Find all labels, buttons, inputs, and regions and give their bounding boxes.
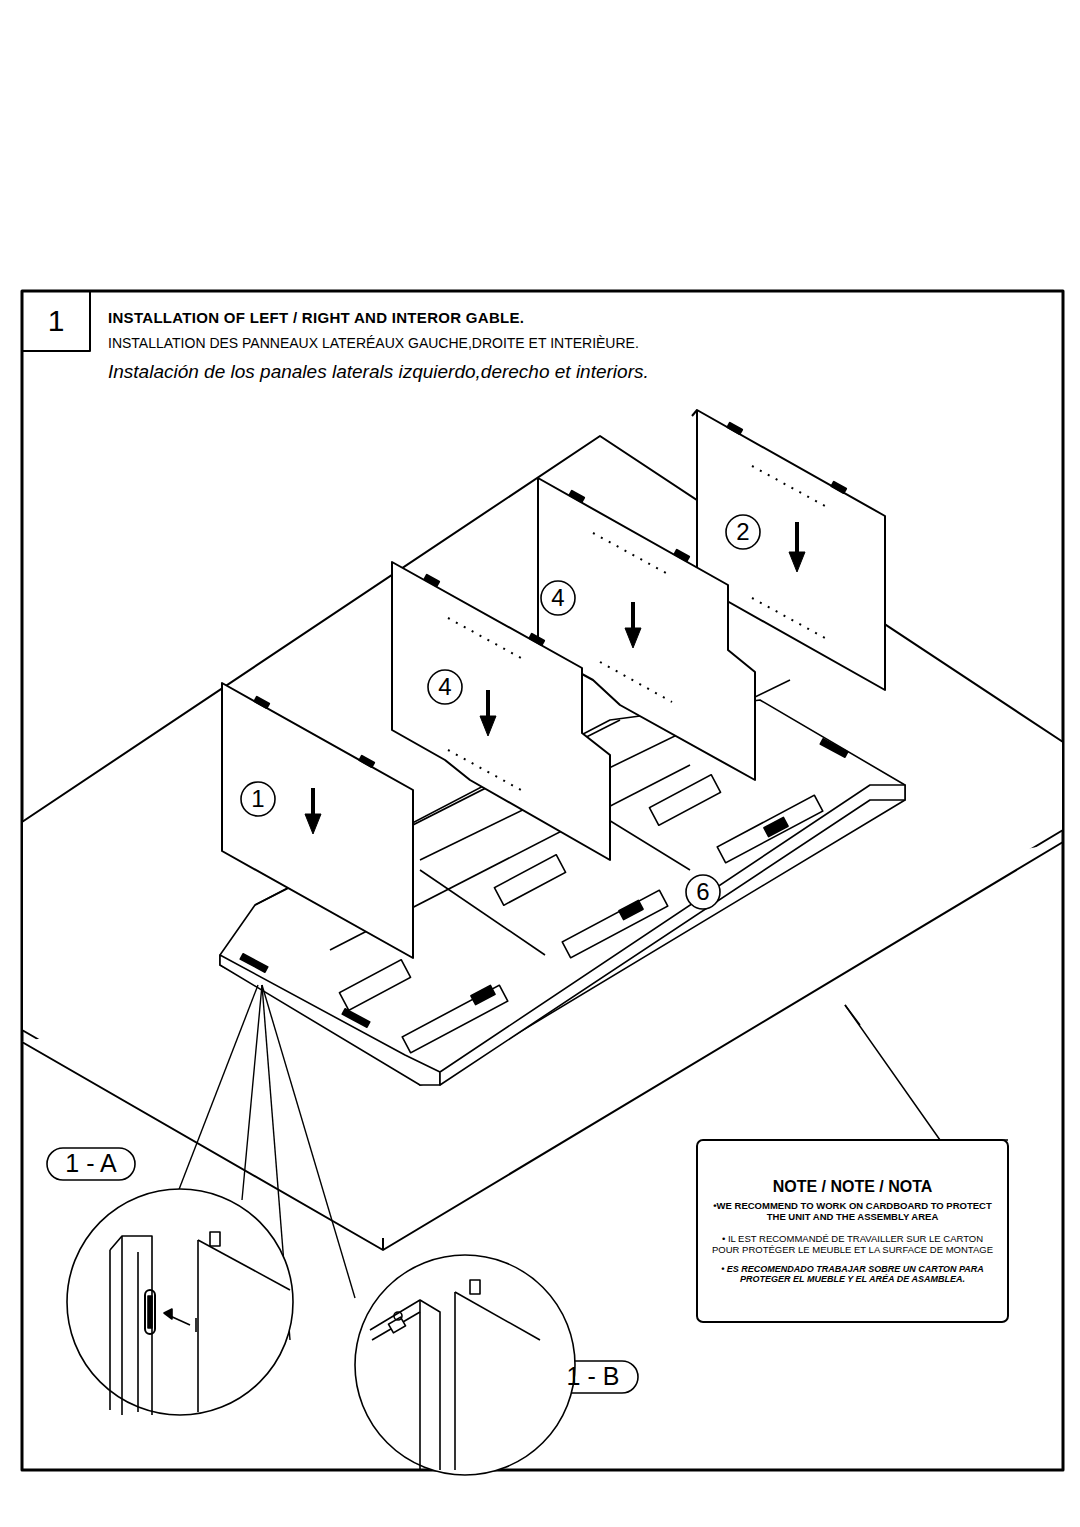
step-box-outline [22,291,90,351]
note-box: NOTE / NOTE / NOTA •WE RECOMMEND TO WORK … [697,1140,1008,1322]
subtitle-spanish: Instalación de los panales laterals izqu… [108,362,649,383]
node-text: • ES RECOMENDADO TRABAJAR SOBRE UN CARTO… [711,1264,994,1286]
node-text: • IL EST RECOMMANDÉ DE TRAVAILLER SUR LE… [711,1233,994,1256]
hole-rows [448,466,825,790]
detail-label: 1 - A [65,1150,116,1178]
step-title: INSTALLATION OF LEFT / RIGHT AND INTEROR… [108,310,524,327]
node-heading: 1 [22,303,90,339]
step-number-box: 1 [22,291,90,351]
detail-1a [67,1189,293,1415]
callout-number: 2 [736,519,749,545]
detail-1b [355,1255,575,1475]
callout-number: 6 [696,879,709,905]
subtitle-french: INSTALLATION DES PANNEAUX LATERÉAUX GAUC… [108,336,639,351]
callout-number: 1 [251,786,264,812]
detail-label-outline [47,1148,135,1180]
note-leader [845,1005,1008,1140]
node-text: •WE RECOMMEND TO WORK ON CARDBOARD TO PR… [711,1200,994,1223]
callout-number: 4 [551,585,564,611]
callout-number: 4 [438,674,451,700]
node-heading: NOTE / NOTE / NOTA [711,1177,994,1196]
detail-label: 1 - B [567,1363,620,1391]
cardboard-sheet [22,436,1063,1250]
note-box-outline [697,1140,1008,1322]
callout-circles [241,515,760,909]
gable-panels [222,410,885,958]
